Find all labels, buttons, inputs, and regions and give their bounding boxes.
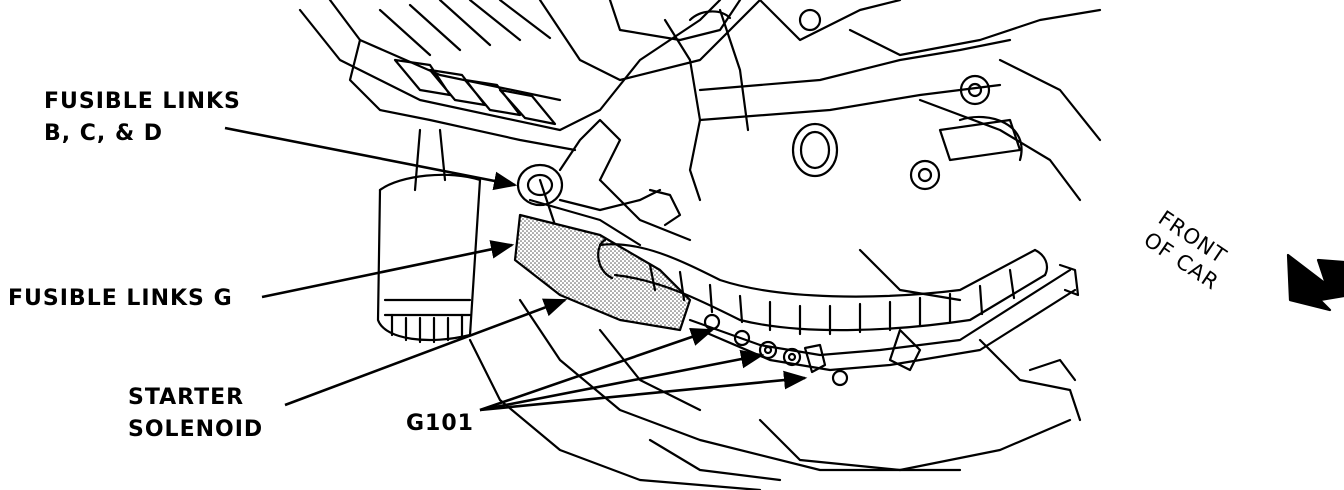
label-starter-line1: STARTER (128, 385, 245, 410)
label-fusible-links-bcd-line1: FUSIBLE LINKS (44, 89, 241, 114)
label-starter-line2: SOLENOID (128, 417, 264, 442)
label-fusible-links-g: FUSIBLE LINKS G (8, 286, 233, 311)
leader-arrows (224, 126, 808, 412)
wiring-harness (597, 238, 1049, 336)
ground-cable (688, 263, 1080, 372)
leader-fusible-bcd (224, 126, 518, 191)
label-g101: G101 (406, 411, 474, 436)
leader-starter-solenoid (284, 298, 568, 407)
front-of-car-arrow-icon (1286, 253, 1344, 312)
starter-solenoid (513, 118, 692, 332)
leader-g101-c (479, 370, 808, 412)
bolt-heads (798, 8, 1022, 191)
label-fusible-links-bcd-line2: B, C, & D (44, 121, 164, 146)
intake-manifold (298, 0, 762, 152)
leader-g101-b (479, 349, 765, 412)
leader-g101-a (479, 328, 715, 412)
leader-fusible-g (261, 240, 515, 299)
label-starter-solenoid: STARTER SOLENOID (128, 382, 263, 446)
label-fusible-links-bcd: FUSIBLE LINKS B, C, & D (44, 86, 241, 150)
